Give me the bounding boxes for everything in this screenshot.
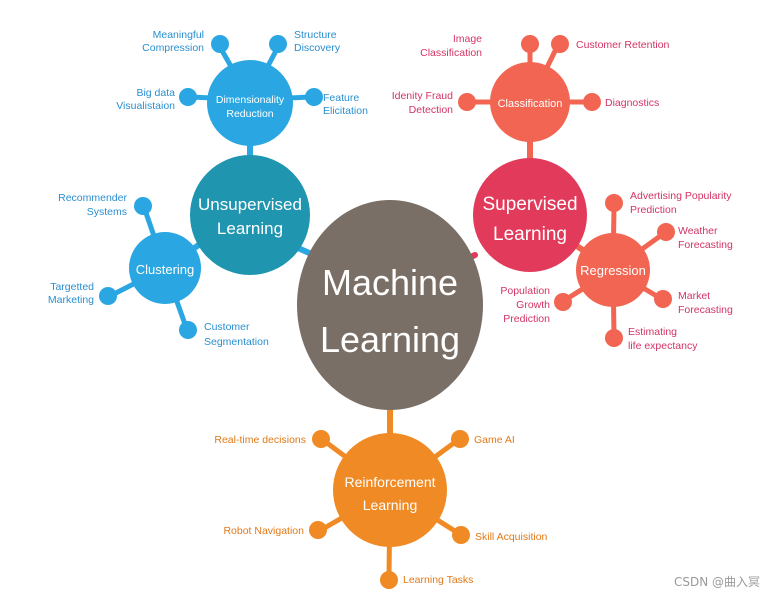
labels-supervised: Image Classification Customer Retention … bbox=[392, 33, 733, 352]
leaf-dots bbox=[99, 35, 675, 589]
label-market-2: Forecasting bbox=[678, 304, 733, 316]
dot-targetted-marketing bbox=[99, 287, 117, 305]
dot-advertising bbox=[605, 194, 623, 212]
label-customer-2: Segmentation bbox=[204, 336, 269, 348]
center-line1: Machine bbox=[322, 262, 458, 303]
dot-image-classification bbox=[521, 35, 539, 53]
dot-robot-navigation bbox=[309, 521, 327, 539]
node-supervised: Supervised Learning bbox=[473, 158, 587, 272]
dot-recommender bbox=[134, 197, 152, 215]
label-targetted-1: Targetted bbox=[50, 281, 94, 293]
dimensionality-line1: Dimensionality bbox=[216, 94, 285, 106]
dot-customer-segmentation bbox=[179, 321, 197, 339]
label-image-2: Classification bbox=[420, 47, 482, 59]
unsupervised-line1: Unsupervised bbox=[198, 195, 302, 214]
node-classification: Classification bbox=[490, 62, 570, 142]
label-diagnostics: Diagnostics bbox=[605, 97, 659, 109]
dot-realtime-decisions bbox=[312, 430, 330, 448]
dot-population bbox=[554, 293, 572, 311]
label-advertising-1: Advertising Popularity bbox=[630, 190, 732, 202]
label-robot: Robot Navigation bbox=[223, 525, 304, 537]
label-recommender-2: Systems bbox=[87, 206, 127, 218]
dot-diagnostics bbox=[583, 93, 601, 111]
labels-unsupervised: Meaningful Compression Structure Discove… bbox=[48, 29, 368, 348]
dot-meaningful-compression bbox=[211, 35, 229, 53]
label-population-2: Growth bbox=[516, 299, 550, 311]
label-tasks: Learning Tasks bbox=[403, 574, 473, 586]
label-fraud-2: Detection bbox=[409, 104, 454, 116]
label-bigdata-1: Big data bbox=[136, 87, 175, 99]
dot-life-expectancy bbox=[605, 329, 623, 347]
dot-weather bbox=[657, 223, 675, 241]
unsupervised-line2: Learning bbox=[217, 219, 283, 238]
label-population-1: Population bbox=[500, 285, 550, 297]
label-meaningful-1: Meaningful bbox=[153, 29, 204, 41]
label-recommender-1: Recommender bbox=[58, 192, 127, 204]
label-realtime: Real-time decisions bbox=[214, 434, 306, 446]
label-fraud-1: Idenity Fraud bbox=[392, 90, 453, 102]
dot-market bbox=[654, 290, 672, 308]
dot-fraud-detection bbox=[458, 93, 476, 111]
label-feature-1: Feature bbox=[323, 92, 359, 104]
label-population-3: Prediction bbox=[503, 313, 550, 325]
label-meaningful-2: Compression bbox=[142, 42, 204, 54]
clustering-title: Clustering bbox=[136, 262, 195, 277]
label-game-ai: Game AI bbox=[474, 434, 515, 446]
node-dimensionality: Dimensionality Reduction bbox=[207, 60, 293, 146]
label-feature-2: Elicitation bbox=[323, 105, 368, 117]
label-life-1: Estimating bbox=[628, 326, 677, 338]
label-image-1: Image bbox=[453, 33, 482, 45]
node-center: Machine Learning bbox=[297, 200, 483, 410]
dot-learning-tasks bbox=[380, 571, 398, 589]
node-clustering: Clustering bbox=[129, 232, 201, 304]
label-weather-1: Weather bbox=[678, 225, 718, 237]
node-regression: Regression bbox=[576, 233, 650, 307]
supervised-line1: Supervised bbox=[482, 194, 577, 215]
label-targetted-2: Marketing bbox=[48, 294, 94, 306]
dot-big-data bbox=[179, 88, 197, 106]
node-reinforcement: Reinforcement Learning bbox=[333, 433, 447, 547]
label-weather-2: Forecasting bbox=[678, 239, 733, 251]
label-retention: Customer Retention bbox=[576, 39, 670, 51]
reinforcement-line1: Reinforcement bbox=[344, 474, 435, 490]
reinforcement-line2: Learning bbox=[363, 497, 418, 513]
label-skill: Skill Acquisition bbox=[475, 531, 548, 543]
label-market-1: Market bbox=[678, 290, 710, 302]
dot-structure-discovery bbox=[269, 35, 287, 53]
label-bigdata-2: Visualistaion bbox=[116, 100, 175, 112]
classification-title: Classification bbox=[498, 98, 563, 110]
dot-game-ai bbox=[451, 430, 469, 448]
center-line2: Learning bbox=[320, 319, 460, 360]
label-customer-1: Customer bbox=[204, 321, 250, 333]
dot-skill-acquisition bbox=[452, 526, 470, 544]
label-structure-2: Discovery bbox=[294, 42, 341, 54]
node-unsupervised: Unsupervised Learning bbox=[190, 155, 310, 275]
label-advertising-2: Prediction bbox=[630, 204, 677, 216]
regression-title: Regression bbox=[580, 263, 646, 278]
dimensionality-line2: Reduction bbox=[226, 108, 273, 120]
label-life-2: life expectancy bbox=[628, 340, 698, 352]
supervised-line2: Learning bbox=[493, 224, 567, 245]
watermark: CSDN @曲入冥 bbox=[674, 575, 760, 589]
dot-customer-retention bbox=[551, 35, 569, 53]
dot-feature-elicitation bbox=[305, 88, 323, 106]
labels-reinforcement: Real-time decisions Game AI Robot Naviga… bbox=[214, 434, 547, 586]
label-structure-1: Structure bbox=[294, 29, 337, 41]
